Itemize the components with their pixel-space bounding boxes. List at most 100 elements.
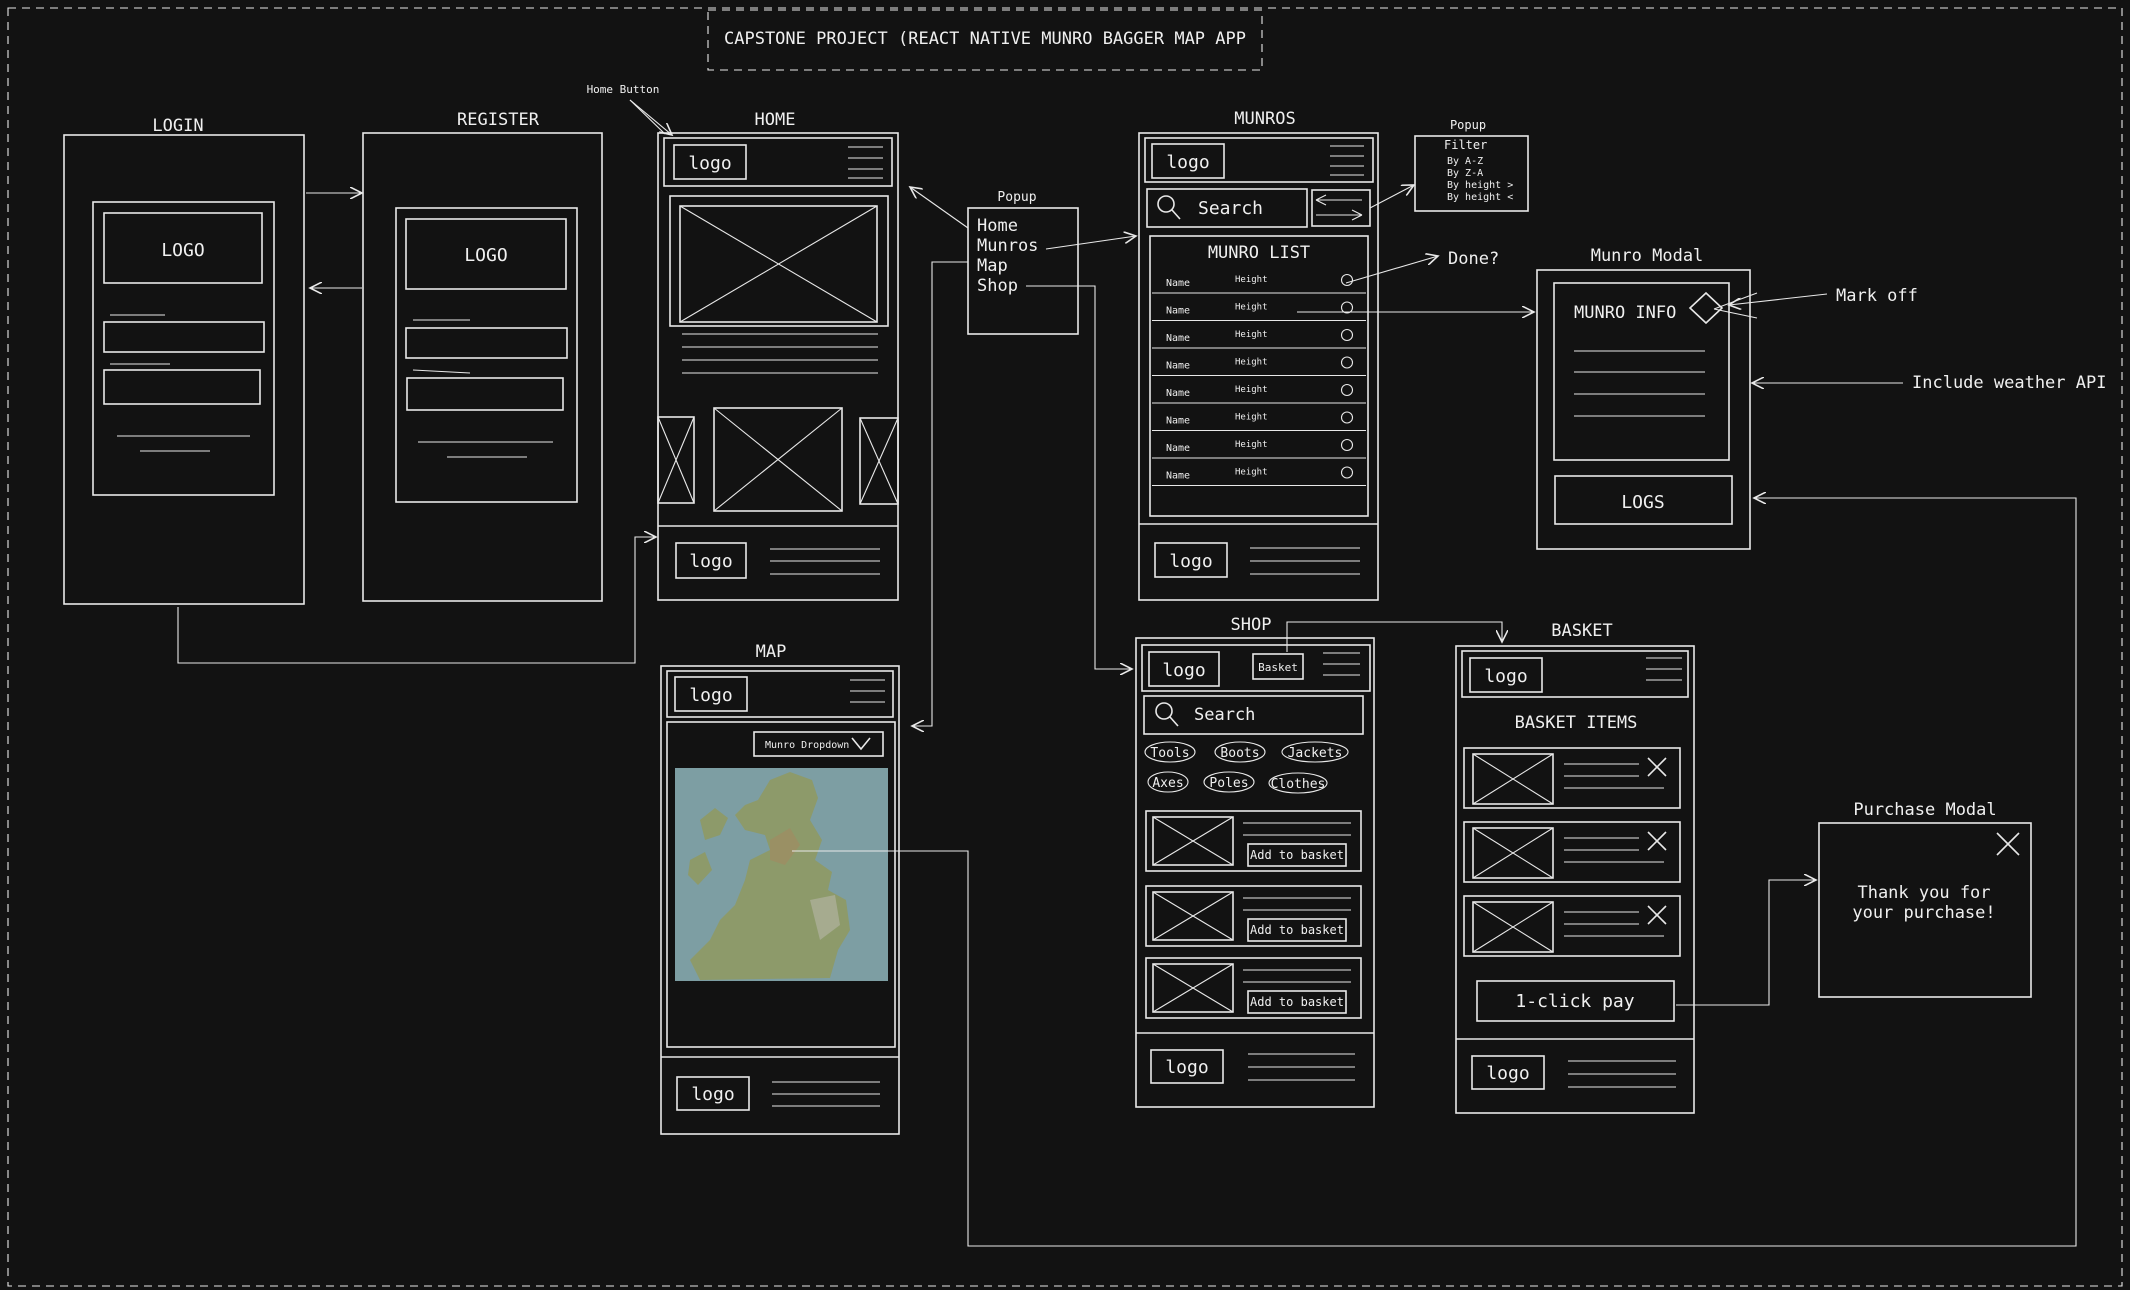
munro-dropdown[interactable] (753, 731, 884, 757)
home-title: HOME (755, 110, 796, 130)
home-screen: HOME Home Button logo (587, 83, 899, 601)
home-footer-logo-box[interactable] (675, 542, 747, 579)
munros-filter-button[interactable] (1311, 189, 1371, 227)
completed-toggle-icon[interactable] (1340, 273, 1354, 287)
basket-logo-box[interactable] (1469, 657, 1543, 693)
mark-off-checkbox[interactable] (1688, 291, 1724, 325)
completed-toggle-icon[interactable] (1340, 466, 1354, 479)
basket-footer-logo-box[interactable] (1471, 1055, 1545, 1090)
completed-toggle-icon[interactable] (1340, 411, 1354, 424)
munros-search-input[interactable] (1146, 188, 1308, 228)
home-carousel[interactable] (657, 407, 899, 512)
nav-item-munros[interactable]: Munros (977, 236, 1038, 256)
map-footer-logo-box[interactable] (676, 1076, 750, 1111)
product-card: Add to basket (1145, 885, 1362, 947)
add-to-basket-button[interactable]: Add to basket (1247, 843, 1347, 867)
login-password-field[interactable] (103, 369, 261, 405)
register-screen: REGISTER LOGO (362, 110, 603, 602)
filter-option-height-desc[interactable]: By height < (1447, 192, 1513, 203)
nav-item-home[interactable]: Home (977, 216, 1018, 236)
add-to-basket-button[interactable]: Add to basket (1247, 990, 1347, 1014)
filter-popup: Popup Filter By A-Z By Z-A By height > B… (1414, 118, 1529, 212)
shop-logo-box[interactable] (1148, 651, 1220, 687)
map-logo-box[interactable] (674, 676, 748, 712)
remove-item-icon[interactable] (1647, 905, 1667, 925)
completed-toggle-icon[interactable] (1340, 301, 1354, 314)
category-chip[interactable]: Jackets (1281, 741, 1349, 763)
add-to-basket-label: Add to basket (1250, 995, 1344, 1009)
filter-option-height-asc[interactable]: By height > (1447, 180, 1513, 191)
category-chip[interactable]: Boots (1214, 741, 1266, 763)
completed-toggle-icon[interactable] (1340, 383, 1354, 397)
category-chip-label: Boots (1220, 746, 1259, 761)
done-note: Done? (1448, 249, 1499, 269)
completed-toggle-icon[interactable] (1340, 356, 1354, 369)
filter-option-az[interactable]: By A-Z (1447, 156, 1483, 167)
munro-row[interactable]: Name Height (1152, 383, 1366, 404)
shop-search-icon (1155, 702, 1179, 727)
product-image (1152, 963, 1234, 1013)
completed-toggle-icon[interactable] (1340, 438, 1354, 452)
home-menu-icon[interactable] (848, 146, 883, 179)
basket-title: BASKET (1551, 621, 1612, 641)
login-username-field[interactable] (103, 321, 265, 353)
basket-item-image (1472, 753, 1554, 805)
basket-item-list (1463, 747, 1681, 957)
munro-height: Height (1235, 358, 1268, 368)
remove-item-icon[interactable] (1647, 757, 1667, 777)
register-field-1[interactable] (405, 327, 568, 359)
logs-button[interactable] (1554, 475, 1733, 525)
home-logo-button[interactable] (673, 144, 747, 180)
munro-height: Height (1235, 385, 1268, 395)
category-chip-label: Poles (1209, 776, 1248, 791)
one-click-pay-label: 1-click pay (1515, 991, 1634, 1012)
category-chip[interactable]: Clothes (1268, 772, 1328, 794)
munro-dropdown-label: Munro Dropdown (765, 740, 849, 751)
home-button-annotation: Home Button (587, 83, 660, 96)
category-chip-label: Axes (1152, 776, 1183, 791)
completed-toggle-icon[interactable] (1340, 328, 1354, 342)
shop-footer-logo-box[interactable] (1150, 1049, 1224, 1084)
nav-item-map[interactable]: Map (977, 256, 1008, 276)
shop-logo: logo (1162, 660, 1205, 681)
add-to-basket-button[interactable]: Add to basket (1247, 918, 1347, 942)
login-logo: LOGO (161, 240, 204, 261)
category-chip[interactable]: Axes (1147, 771, 1189, 793)
munros-footer-logo-box[interactable] (1154, 542, 1228, 578)
close-icon[interactable] (1996, 832, 2020, 856)
one-click-pay-button[interactable] (1476, 980, 1675, 1022)
map-footer-logo: logo (691, 1084, 734, 1105)
category-chip[interactable]: Tools (1144, 741, 1196, 763)
shop-menu-icon[interactable] (1323, 652, 1360, 676)
map-logo: logo (689, 685, 732, 706)
category-chip[interactable]: Poles (1203, 771, 1255, 793)
basket-menu-icon[interactable] (1646, 657, 1682, 681)
filter-option-za[interactable]: By Z-A (1447, 168, 1483, 179)
remove-item-icon[interactable] (1647, 831, 1667, 851)
map-screen: MAP logo Munro Dropdown logo (660, 642, 900, 1135)
purchase-modal-title: Purchase Modal (1853, 800, 1996, 820)
nav-item-shop[interactable]: Shop (977, 276, 1018, 296)
register-field-2[interactable] (406, 377, 564, 411)
weather-api-note: Include weather API (1912, 373, 2106, 393)
shop-basket-button[interactable] (1252, 653, 1304, 680)
map-menu-icon[interactable] (850, 679, 885, 703)
munro-name: Name (1166, 388, 1190, 399)
munro-height: Height (1235, 330, 1268, 340)
munros-menu-icon[interactable] (1330, 145, 1364, 176)
munro-height: Height (1235, 440, 1268, 450)
shop-search-input[interactable] (1143, 695, 1364, 735)
munros-logo-box[interactable] (1151, 143, 1225, 179)
login-title: LOGIN (152, 116, 203, 136)
scotland-map-image[interactable] (675, 768, 888, 981)
register-logo-box (405, 218, 567, 290)
